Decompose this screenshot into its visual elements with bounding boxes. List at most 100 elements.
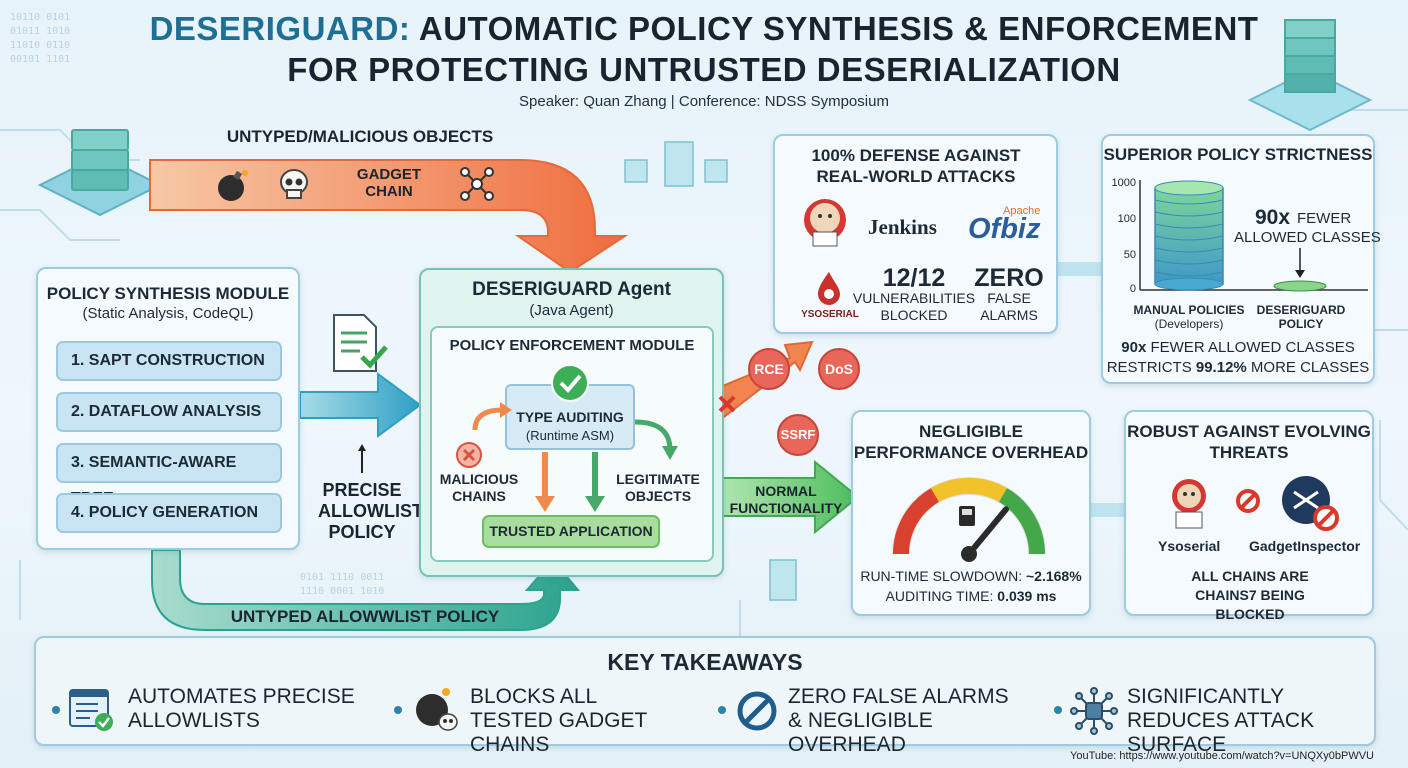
auditing-time-value: 0.039 ms — [997, 588, 1057, 604]
summary2-value: 99.12% — [1195, 359, 1247, 376]
strictness-chart — [1139, 180, 1368, 292]
takeaways-panel — [34, 636, 1376, 746]
strictness-summary-1: 90x FEWER ALLOWED CLASSES — [1101, 339, 1375, 356]
slowdown-line: RUN-TIME SLOWDOWN: ~2.168% — [858, 568, 1084, 584]
agent-internal-arrows — [472, 402, 678, 512]
robust-title: ROBUST AGAINST EVOLVING THREATS — [1127, 422, 1371, 462]
strictness-title: SUPERIOR POLICY STRICTNESS — [1103, 145, 1373, 164]
malicious-chains-label: MALICIOUS CHAINS — [439, 471, 519, 504]
blocked-x-icon — [455, 441, 483, 469]
svg-text:01011 1010: 01011 1010 — [10, 26, 70, 37]
blocked-x-icon — [716, 393, 738, 415]
type-auditing-sub: (Runtime ASM) — [525, 428, 615, 443]
threat-rce: RCE — [748, 348, 790, 390]
takeaways-title: KEY TAKEAWAYS — [607, 649, 803, 675]
stat-false-alarms-label: FALSE ALARMS — [980, 290, 1038, 323]
gadgetinspector-tool-label: GadgetInspector — [1249, 538, 1361, 554]
synthesis-step-4: 4. POLICY GENERATION — [56, 493, 282, 533]
ofbiz-small-label: Apache — [1003, 205, 1041, 217]
auditing-time-label: AUDITING TIME: — [885, 588, 994, 604]
manual-policies-sub: (Developers) — [1154, 317, 1224, 331]
legitimate-objects-label: LEGITIMATE OBJECTS — [616, 471, 700, 504]
strictness-panel — [1101, 134, 1375, 384]
bomb-icon — [215, 168, 251, 204]
synthesis-step-2: 2. DATAFLOW ANALYSIS — [56, 392, 282, 432]
trusted-application-box: TRUSTED APPLICATION — [482, 515, 660, 548]
attack-flow-label: UNTYPED/MALICIOUS OBJECTS — [226, 127, 494, 146]
tick-label: 50 — [1123, 249, 1136, 261]
takeaway-1: AUTOMATES PRECISE ALLOWLISTS — [128, 685, 355, 732]
strictness-summary-2: RESTRICTS 99.12% MORE CLASSES — [1101, 359, 1375, 376]
jenkins-label: Jenkins — [868, 215, 937, 239]
type-auditing-label: TYPE AUDITING — [516, 409, 624, 425]
ysoserial-tool-label: Ysoserial — [1158, 538, 1221, 554]
robust-footer: ALL CHAINS ARE CHAINS7 BEING BLOCKED — [1191, 568, 1309, 622]
svg-text:00101 1101: 00101 1101 — [10, 54, 70, 65]
normal-flow-arrow — [712, 459, 860, 535]
server-stack-icon — [1247, 19, 1373, 132]
precise-allowlist-label: PRECISE ALLOWLIST POLICY — [318, 480, 423, 542]
synthesis-title: POLICY SYNTHESIS MODULE — [46, 284, 290, 303]
summary2-prefix: RESTRICTS — [1106, 359, 1192, 376]
subtitle: Speaker: Quan Zhang | Conference: NDSS S… — [519, 93, 889, 110]
slowdown-value: ~2.168% — [1025, 568, 1082, 584]
svg-text:1110 0001 1010: 1110 0001 1010 — [300, 586, 384, 597]
stat-vulns-label: VULNERABILITIES BLOCKED — [852, 290, 976, 323]
manual-policies-label: MANUAL POLICIES — [1133, 303, 1245, 317]
title-accent: DESERIGUARD: — [149, 10, 411, 47]
callout-text-2: ALLOWED CLASSES — [1234, 229, 1381, 246]
policy-input-arrow — [299, 372, 422, 438]
deseriguard-policy-bar — [1273, 280, 1327, 292]
performance-gauge — [892, 477, 1046, 562]
summary2-suffix: MORE CLASSES — [1250, 359, 1370, 376]
up-arrow-icon — [357, 443, 366, 473]
svg-text:11010 0110: 11010 0110 — [10, 40, 70, 51]
network-shield-icon — [1070, 687, 1118, 735]
server-stack-icon — [37, 129, 163, 217]
ofbiz-logo: Ofbiz — [968, 213, 1041, 245]
threat-ssrf: SSRF — [777, 414, 819, 456]
check-circle-icon — [550, 363, 590, 403]
youtube-link[interactable]: YouTube: https://www.youtube.com/watch?v… — [1070, 750, 1374, 762]
bullet-dot — [718, 706, 726, 714]
gauge-needle — [966, 506, 1009, 557]
jenkins-logo-icon — [800, 196, 850, 248]
stat-vulns-value: 12/12 — [882, 264, 946, 292]
takeaway-2: BLOCKS ALL TESTED GADGET CHAINS — [470, 685, 647, 756]
threat-dos: DoS — [818, 348, 860, 390]
manual-policy-bar — [1154, 180, 1224, 291]
callout-text-1: FEWER — [1297, 210, 1352, 227]
slowdown-label: RUN-TIME SLOWDOWN: — [860, 568, 1023, 584]
ysoserial-logo-label: YSOSERIAL — [801, 309, 859, 320]
defense-title: 100% DEFENSE AGAINST REAL-WORLD ATTACKS — [811, 146, 1021, 186]
synthesis-subtitle: (Static Analysis, CodeQL) — [82, 305, 254, 322]
checklist-icon — [68, 688, 116, 732]
svg-text:0101 1110 0011: 0101 1110 0011 — [300, 572, 384, 583]
bullet-dot — [394, 706, 402, 714]
agent-subtitle: (Java Agent) — [529, 302, 614, 319]
page-title-line2: FOR PROTECTING UNTRUSTED DESERIALIZATION — [287, 51, 1121, 88]
gadget-chain-label: GADGET CHAIN — [356, 166, 422, 200]
takeaway-3: ZERO FALSE ALARMS & NEGLIGIBLE OVERHEAD — [788, 685, 1009, 756]
tick-label: 0 — [1129, 283, 1136, 295]
performance-panel — [851, 410, 1091, 616]
skull-icon — [276, 166, 312, 202]
bullet-dot — [52, 706, 60, 714]
tick-label: 100 — [1117, 213, 1136, 225]
prohibited-icon — [1235, 488, 1261, 514]
allowlist-flow-label: UNTYPED ALLOWWLIST POLICY — [230, 607, 500, 626]
gadgetinspector-icon — [1280, 474, 1340, 532]
takeaway-4: SIGNIFICANTLY REDUCES ATTACK SURFACE — [1127, 685, 1315, 756]
synthesis-step-1: 1. SAPT CONSTRUCTION — [56, 341, 282, 381]
callout-value: 90x — [1255, 206, 1291, 229]
page-title-line1: DESERIGUARD: AUTOMATIC POLICY SYNTHESIS … — [0, 10, 1408, 48]
summary1-value: 90x — [1121, 339, 1147, 356]
allowlist-flow-arrow — [151, 549, 581, 631]
summary1-text: FEWER ALLOWED CLASSES — [1150, 339, 1355, 356]
stat-false-alarms-value: ZERO — [974, 264, 1044, 292]
auditing-time-line: AUDITING TIME: 0.039 ms — [858, 588, 1084, 604]
enforcement-module-title: POLICY ENFORCEMENT MODULE — [449, 337, 695, 354]
prohibited-icon — [735, 689, 779, 733]
gadget-network-icon — [458, 165, 496, 203]
ysoserial-avatar-icon — [1166, 476, 1212, 530]
